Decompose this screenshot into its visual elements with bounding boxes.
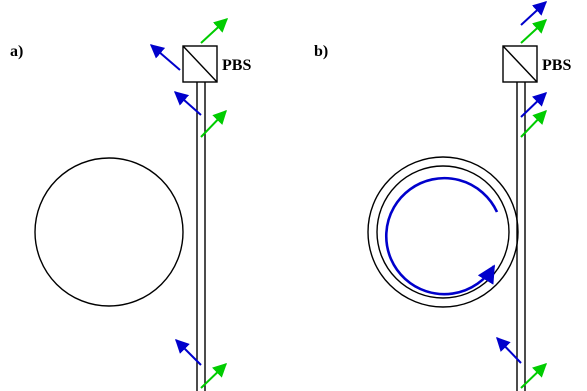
panel-b-blue-arrow-top: [520, 1, 548, 26]
panel-a-blue-arrow-bottom: [175, 339, 202, 366]
panel-b-pbs-label: PBS: [542, 57, 571, 74]
panel-a-label: a): [10, 43, 23, 60]
panel-a-ring-resonator: [34, 157, 184, 307]
panel-b-blue-arrow-mid: [520, 92, 548, 118]
panel-b-circulating-light: [384, 176, 499, 296]
panel-b: b) PBS: [314, 1, 571, 391]
panel-a-green-arrow-bottom: [200, 363, 228, 389]
panel-a: a) PBS: [10, 18, 251, 391]
panel-b-green-arrow-top: [520, 19, 548, 44]
panel-a-waveguide: [196, 82, 206, 391]
panel-b-ring-resonator: [367, 156, 519, 308]
panel-b-blue-arrow-bottom: [496, 336, 522, 364]
panel-a-pbs-label: PBS: [222, 57, 251, 74]
panel-a-green-arrow-mid: [200, 109, 227, 138]
panel-b-pbs: [502, 45, 538, 83]
panel-a-pbs: [182, 45, 218, 83]
panel-a-green-arrow-top: [200, 18, 229, 44]
panel-b-green-arrow-bottom: [520, 363, 548, 389]
panel-b-green-arrow-mid: [520, 109, 547, 138]
panel-a-blue-arrow-top: [149, 44, 181, 71]
panel-a-blue-arrow-mid: [173, 91, 202, 116]
panel-b-label: b): [314, 43, 328, 60]
